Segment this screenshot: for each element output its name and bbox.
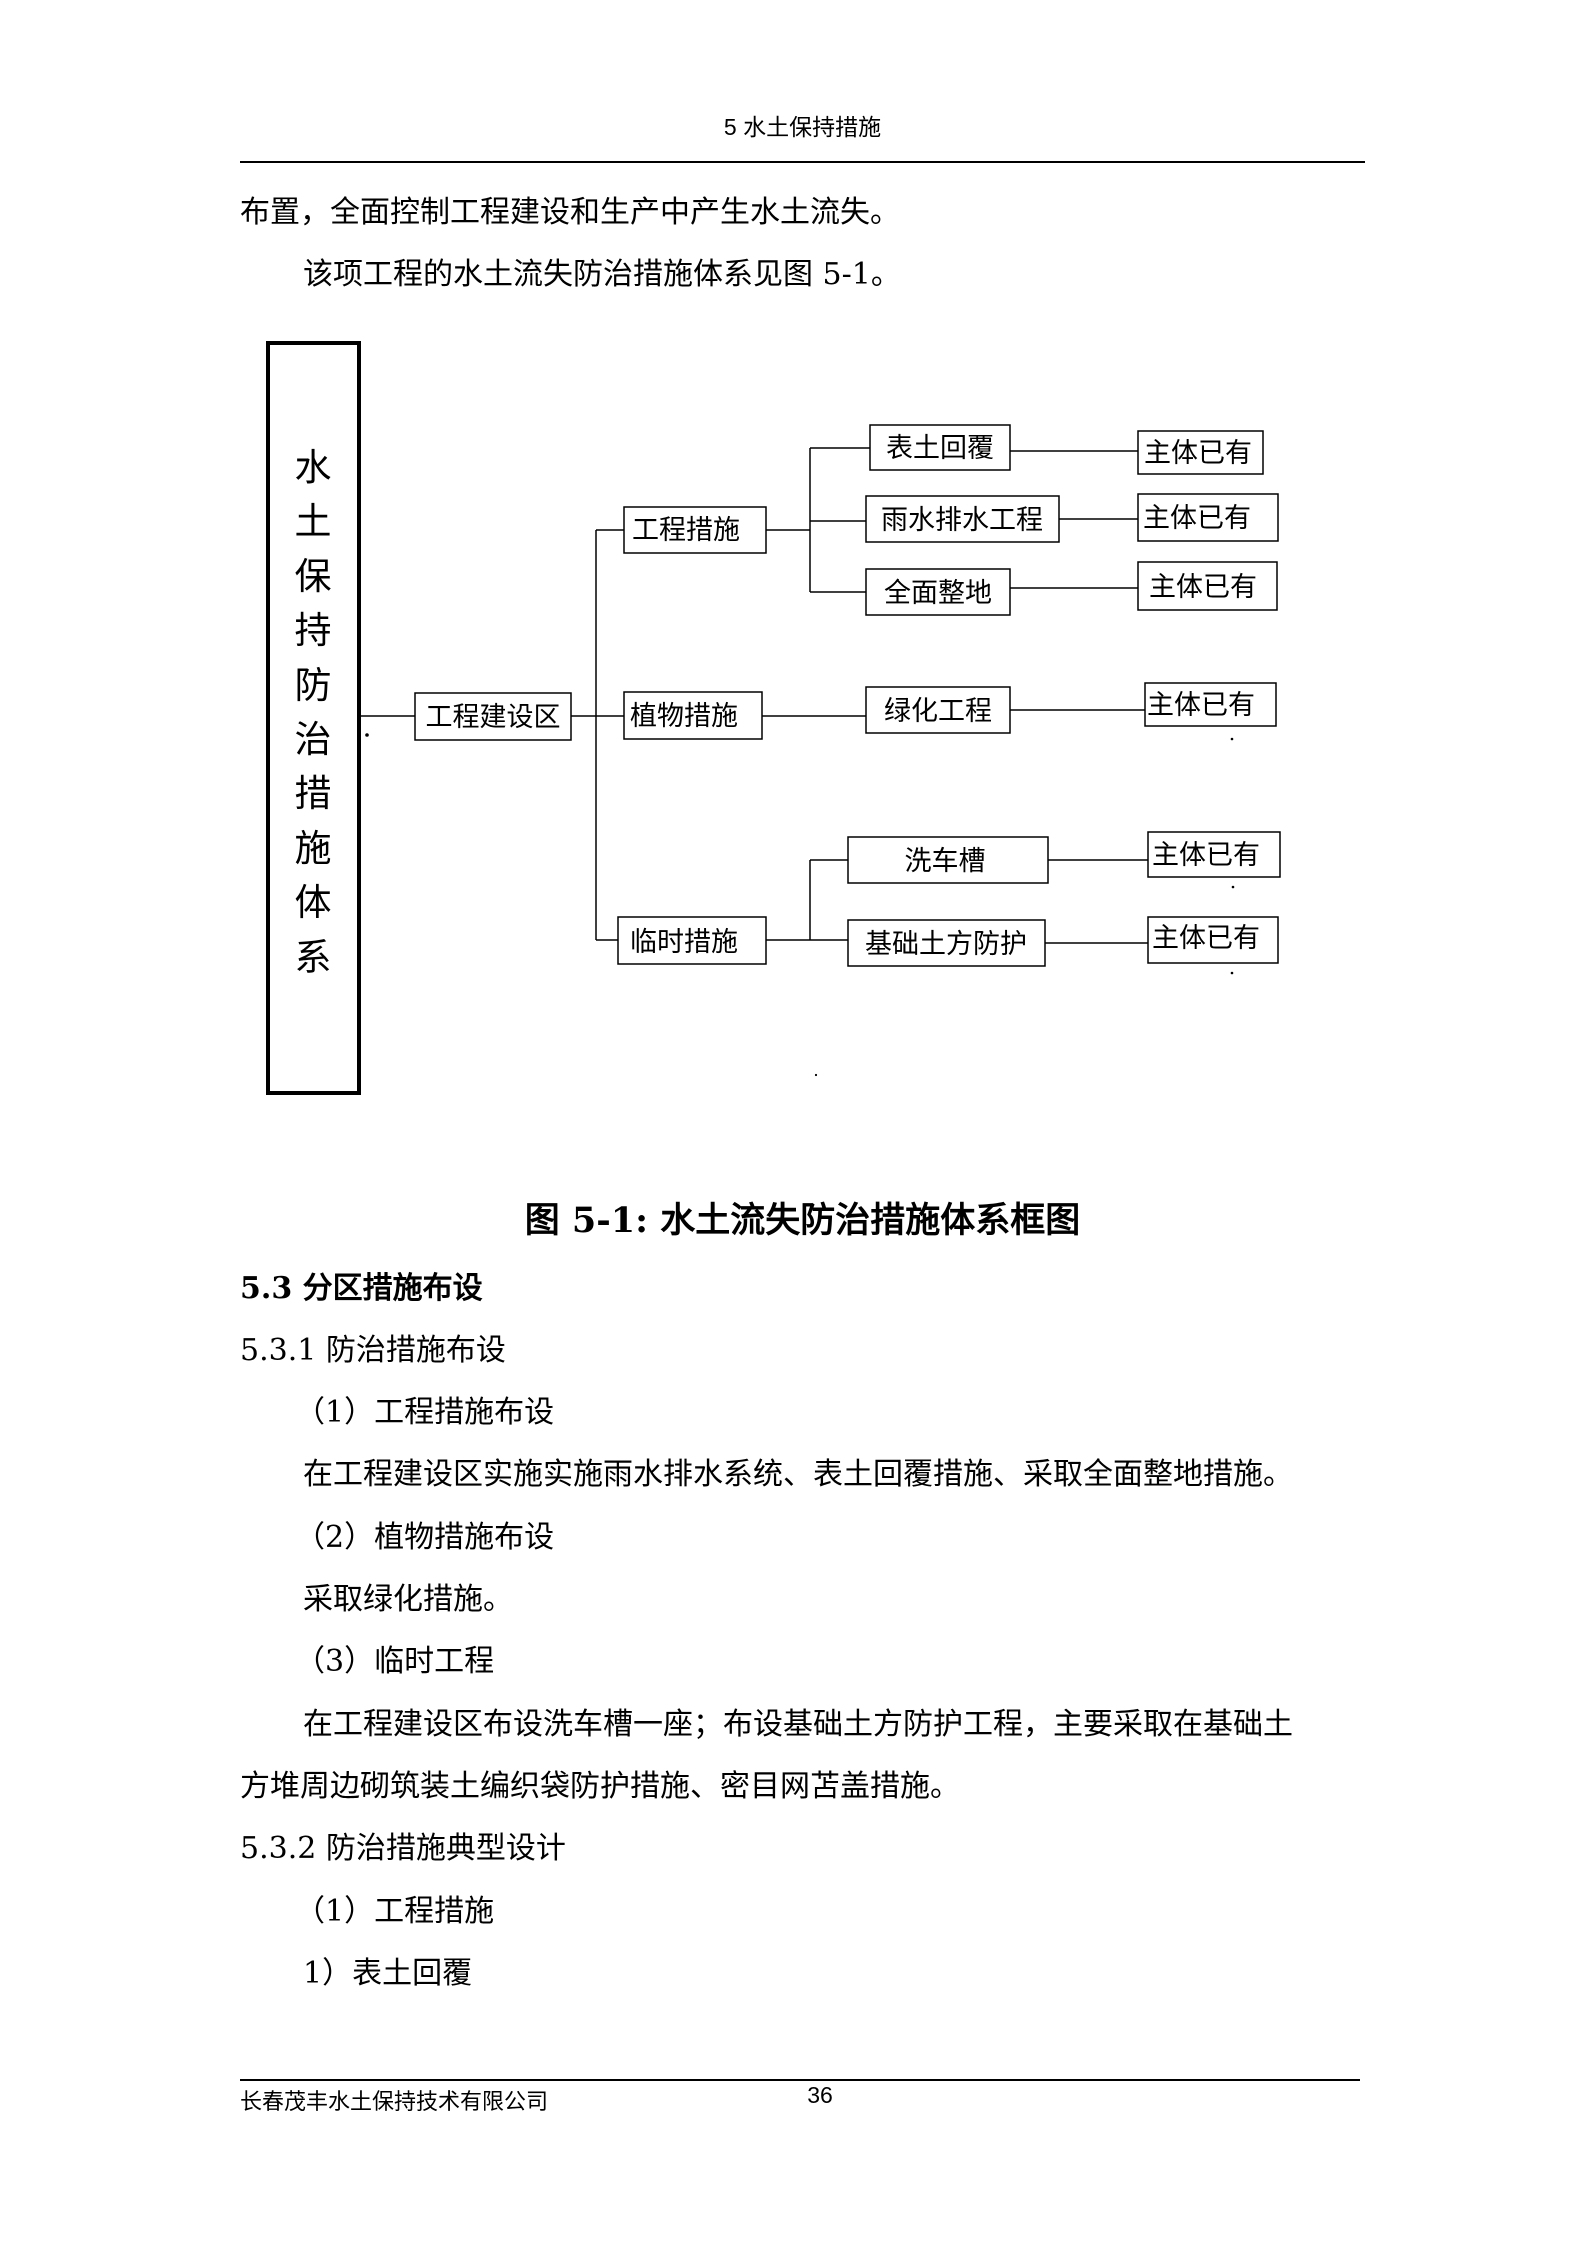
svg-text:施: 施 xyxy=(295,827,332,870)
status-washing-label: 主体已有 xyxy=(1152,840,1260,871)
item-text-vegetation: 采取绿化措施。 xyxy=(303,1582,513,1617)
status-greening-label: 主体已有 xyxy=(1147,690,1255,721)
category-box-temporary xyxy=(617,916,767,965)
svg-text:措: 措 xyxy=(295,772,332,815)
svg-text:系: 系 xyxy=(295,936,332,979)
measure-box-grading xyxy=(865,568,1011,616)
svg-text:水: 水 xyxy=(295,446,332,489)
measure-topsoil-label: 表土回覆 xyxy=(886,433,994,464)
subsection-heading-2: 5.3.2 防治措施典型设计 xyxy=(240,1831,566,1866)
status-box-grading xyxy=(1137,561,1278,611)
measure-box-topsoil xyxy=(869,424,1011,471)
page-header: 5 水土保持措施 xyxy=(723,114,882,140)
measure-box-washing xyxy=(847,836,1049,884)
root-box xyxy=(266,341,361,1095)
category-engineering-label: 工程措施 xyxy=(632,515,740,546)
footer-rule xyxy=(240,2079,1360,2081)
category-vegetation-label: 植物措施 xyxy=(630,701,738,732)
zone-box xyxy=(414,692,572,741)
item-heading-engineering-design: （1）工程措施 xyxy=(295,1894,495,1929)
measure-box-protection xyxy=(847,919,1046,967)
item-text-temporary-line1: 在工程建设区布设洗车槽一座；布设基础土方防护工程，主要采取在基础土 xyxy=(303,1707,1293,1742)
status-box-greening xyxy=(1144,682,1277,727)
item-heading-topsoil: 1）表土回覆 xyxy=(303,1956,473,1991)
paragraph-continuation: 布置，全面控制工程建设和生产中产生水土流失。 xyxy=(240,195,900,230)
zone-label: 工程建设区 xyxy=(426,702,561,733)
measure-box-greening xyxy=(865,686,1011,734)
svg-text:保: 保 xyxy=(295,555,332,598)
item-heading-engineering: （1）工程措施布设 xyxy=(295,1395,555,1430)
status-drainage-label: 主体已有 xyxy=(1143,503,1251,534)
diagram-connectors xyxy=(359,447,1148,944)
footer-company: 长春茂丰水土保持技术有限公司 xyxy=(240,2090,549,2115)
paragraph-figure-reference: 该项工程的水土流失防治措施体系见图 5-1。 xyxy=(303,257,901,292)
status-box-washing xyxy=(1147,831,1281,878)
item-heading-vegetation: （2）植物措施布设 xyxy=(295,1520,555,1555)
status-box-protection xyxy=(1147,916,1279,964)
category-box-engineering xyxy=(623,506,767,554)
item-text-engineering: 在工程建设区实施实施雨水排水系统、表土回覆措施、采取全面整地措施。 xyxy=(303,1457,1293,1492)
status-protection-label: 主体已有 xyxy=(1152,923,1260,954)
svg-text:防: 防 xyxy=(295,664,332,707)
status-grading-label: 主体已有 xyxy=(1149,572,1257,603)
svg-text:治: 治 xyxy=(295,718,332,761)
measure-drainage-label: 雨水排水工程 xyxy=(881,505,1043,536)
header-rule xyxy=(240,161,1365,163)
category-box-vegetation xyxy=(623,691,763,740)
measure-washing-label: 洗车槽 xyxy=(905,846,986,877)
measure-grading-label: 全面整地 xyxy=(884,578,992,609)
scan-dots xyxy=(365,733,1235,1077)
page-number: 36 xyxy=(807,2082,833,2108)
status-box-drainage xyxy=(1137,493,1279,542)
section-heading: 5.3 分区措施布设 xyxy=(240,1271,483,1306)
svg-text:体: 体 xyxy=(295,881,332,924)
svg-text:土: 土 xyxy=(295,500,332,543)
svg-text:持: 持 xyxy=(295,609,332,652)
measure-protection-label: 基础土方防护 xyxy=(865,929,1027,960)
prevention-system-diagram: 水 土 保 持 防 治 措 施 体 系 工程建设区 工程措施 植物措施 临时措施… xyxy=(266,341,1281,1095)
measure-box-drainage xyxy=(865,495,1060,543)
subsection-heading-1: 5.3.1 防治措施布设 xyxy=(240,1333,506,1368)
status-box-topsoil xyxy=(1137,430,1264,475)
item-text-temporary-line2: 方堆周边砌筑装土编织袋防护措施、密目网苫盖措施。 xyxy=(240,1769,960,1804)
root-label: 水 土 保 持 防 治 措 施 体 系 xyxy=(295,446,332,979)
figure-caption: 图 5-1: 水土流失防治措施体系框图 xyxy=(524,1200,1081,1241)
item-heading-temporary: （3）临时工程 xyxy=(295,1644,495,1679)
category-temporary-label: 临时措施 xyxy=(630,927,738,958)
status-topsoil-label: 主体已有 xyxy=(1144,438,1252,469)
measure-greening-label: 绿化工程 xyxy=(884,696,992,727)
